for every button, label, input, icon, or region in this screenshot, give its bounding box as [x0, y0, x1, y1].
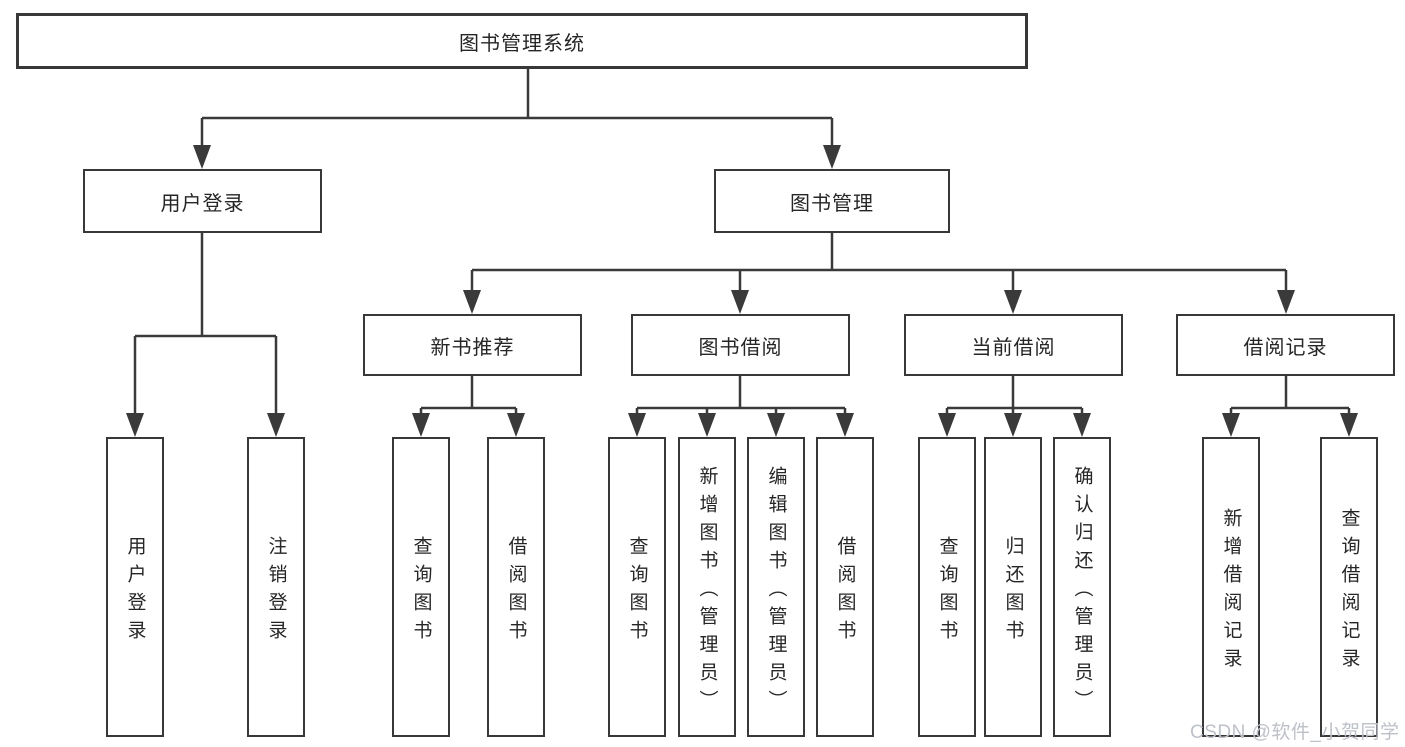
node-label: 查询图书: [936, 535, 958, 648]
node-query-books-current: 查询图书: [918, 437, 976, 737]
node-label: 查询借阅记录: [1338, 507, 1360, 676]
node-label: 确认归还（管理员）: [1071, 465, 1093, 718]
node-book-borrowing: 图书借阅: [631, 314, 850, 376]
node-label: 查询图书: [626, 535, 648, 648]
node-new-book-recommend: 新书推荐: [363, 314, 582, 376]
node-root-label: 图书管理系统: [459, 32, 585, 55]
node-label: 用户登录: [160, 192, 245, 215]
node-query-books-borrowing: 查询图书: [608, 437, 666, 737]
node-label: 借阅记录: [1243, 336, 1328, 359]
node-logout-leaf: 注销登录: [247, 437, 305, 737]
node-label: 图书管理: [790, 192, 874, 215]
node-query-books-recommend: 查询图书: [392, 437, 450, 737]
node-label: 新增借阅记录: [1220, 507, 1242, 676]
node-borrowing-records: 借阅记录: [1176, 314, 1395, 376]
node-label: 图书借阅: [698, 336, 783, 359]
node-add-book-admin: 新增图书（管理员）: [678, 437, 736, 737]
node-user-login-branch: 用户登录: [83, 169, 322, 233]
node-borrow-books-recommend: 借阅图书: [487, 437, 545, 737]
node-label: 查询图书: [410, 535, 432, 648]
node-edit-book-admin: 编辑图书（管理员）: [747, 437, 805, 737]
node-label: 编辑图书（管理员）: [765, 465, 787, 718]
node-root: 图书管理系统: [16, 13, 1028, 69]
node-query-borrow-record: 查询借阅记录: [1320, 437, 1378, 737]
node-book-management-branch: 图书管理: [714, 169, 950, 233]
node-label: 新书推荐: [430, 336, 515, 359]
arrow-down-icons: [126, 145, 1358, 437]
node-label: 借阅图书: [505, 535, 527, 648]
node-current-borrowing: 当前借阅: [904, 314, 1123, 376]
node-label: 用户登录: [124, 535, 146, 648]
node-return-book: 归还图书: [984, 437, 1042, 737]
node-user-login-leaf: 用户登录: [106, 437, 164, 737]
node-label: 新增图书（管理员）: [696, 465, 718, 718]
csdn-watermark: CSDN @软件_小贺同学: [1190, 722, 1400, 743]
node-label: 当前借阅: [971, 336, 1056, 359]
node-label: 借阅图书: [834, 535, 856, 648]
node-label: 注销登录: [265, 535, 287, 648]
node-confirm-return-admin: 确认归还（管理员）: [1053, 437, 1111, 737]
node-add-borrow-record: 新增借阅记录: [1202, 437, 1260, 737]
node-borrow-books-borrowing: 借阅图书: [816, 437, 874, 737]
node-label: 归还图书: [1002, 535, 1024, 648]
